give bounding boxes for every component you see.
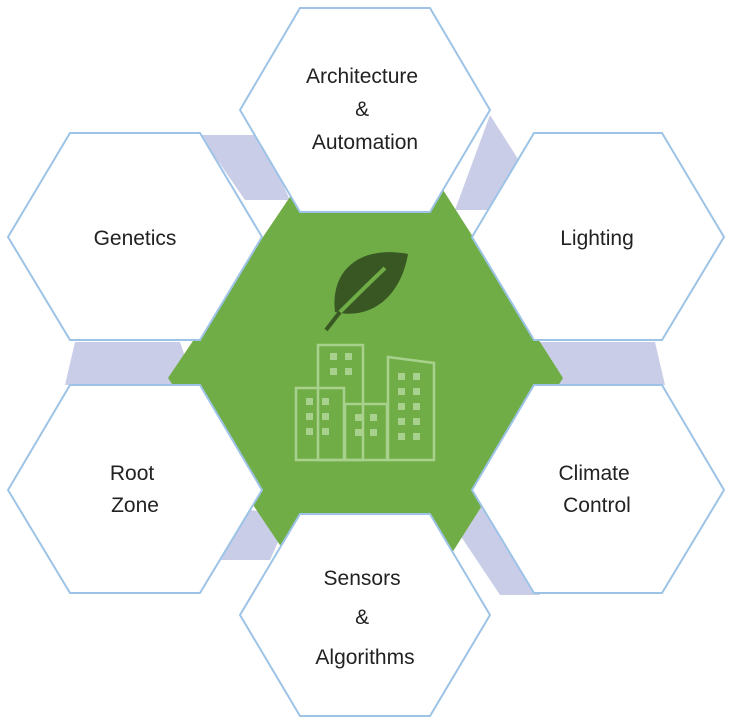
label-bottom-line-1: Sensors xyxy=(324,567,401,590)
hexagon-upper-left xyxy=(6,132,264,341)
label-top-line-3: Automation xyxy=(312,131,418,154)
label-bottom-line-2: & xyxy=(355,606,369,629)
label-root-zone: Root Zone xyxy=(110,462,160,517)
label-climate-control: Climate Control xyxy=(558,462,635,517)
label-lighting-line-1: Lighting xyxy=(560,227,634,250)
label-top-line-2: & xyxy=(355,98,369,121)
hexagon-lower-left xyxy=(6,384,264,594)
center-hexagon xyxy=(168,182,563,575)
label-climate-control-line-1: Climate xyxy=(558,462,629,485)
label-root-zone-line-2: Zone xyxy=(111,494,159,517)
city-buildings-icon xyxy=(294,343,436,462)
label-climate-control-line-2: Control xyxy=(563,494,631,517)
leaf-icon xyxy=(324,252,408,332)
hexagon-lower-right xyxy=(470,384,726,594)
label-top-line-1: Architecture xyxy=(306,65,418,88)
label-lighting: Lighting xyxy=(560,227,634,250)
connector-upper-left-lower-left xyxy=(65,342,195,385)
label-bottom-line-3: Algorithms xyxy=(315,646,414,669)
label-genetics-line-1: Genetics xyxy=(94,227,177,250)
label-top: Architecture & Automation xyxy=(306,65,424,154)
hexagon-upper-right xyxy=(470,132,726,341)
label-genetics: Genetics xyxy=(94,227,177,250)
hexagon-top xyxy=(238,7,492,213)
label-bottom: Sensors & Algorithms xyxy=(315,567,414,669)
connector-upper-right-lower-right xyxy=(540,342,665,385)
label-root-zone-line-1: Root xyxy=(110,462,155,485)
hexagon-bottom xyxy=(238,513,492,717)
